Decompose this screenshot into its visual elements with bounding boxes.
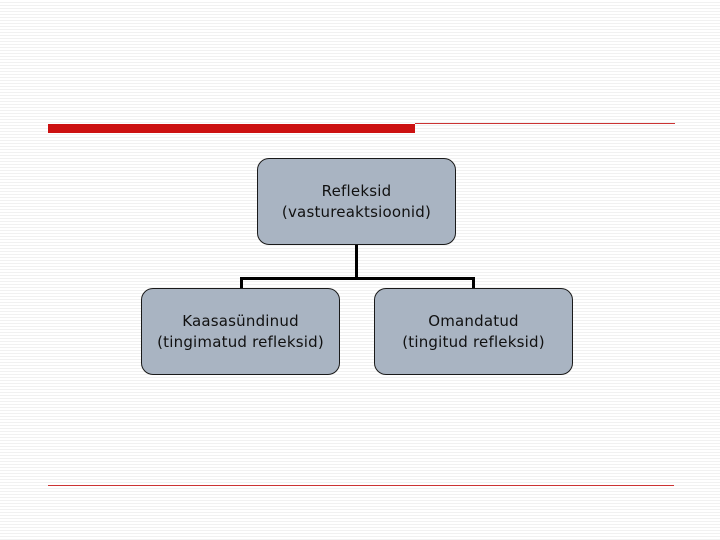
child-node-innate-title: Kaasasündinud [182,311,299,330]
connector-left-drop [240,277,243,289]
footer-accent-line [48,485,674,486]
title-accent-bar [48,124,415,133]
root-node-subtitle: (vastureaktsioonid) [281,202,432,221]
child-node-acquired-subtitle: (tingitud refleksid) [402,332,545,351]
title-accent-line [415,123,675,124]
connector-horizontal [240,277,475,280]
child-node-innate-subtitle: (tingimatud refleksid) [157,332,324,351]
connector-right-drop [472,277,475,289]
child-node-innate: Kaasasündinud (tingimatud refleksid) [141,288,340,375]
connector-root-stem [355,244,358,278]
root-node: Refleksid (vastureaktsioonid) [257,158,456,245]
child-node-acquired-title: Omandatud [428,311,519,330]
root-node-title: Refleksid [321,181,392,200]
child-node-acquired: Omandatud (tingitud refleksid) [374,288,573,375]
